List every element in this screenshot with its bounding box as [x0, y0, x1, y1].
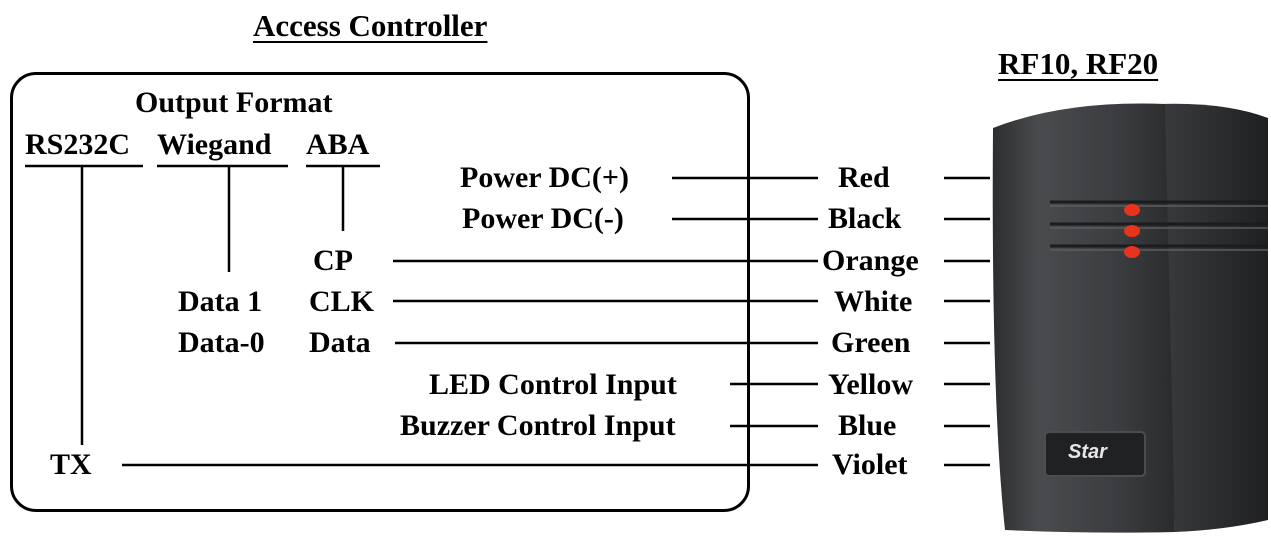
wire-color-green: Green [831, 326, 911, 359]
card-reader-device: Star [985, 100, 1270, 533]
signal-aba-data: Data [309, 326, 371, 359]
wire-color-violet: Violet [832, 448, 908, 481]
signal-rs232-tx: TX [50, 448, 92, 481]
device-model-label: RF10, RF20 [998, 46, 1159, 81]
signal-buzzer-control: Buzzer Control Input [400, 409, 676, 442]
signal-led-control: LED Control Input [429, 368, 677, 401]
status-led-indicators [1124, 204, 1140, 258]
diagram-title: Access Controller [253, 8, 488, 43]
column-rs232c: RS232C [25, 128, 131, 161]
brand-logo-text: Star [1068, 441, 1107, 463]
column-wiegand: Wiegand [157, 128, 272, 161]
signal-wiegand-data1: Data 1 [178, 285, 263, 318]
signal-aba-clk: CLK [309, 285, 375, 318]
wire-color-red: Red [838, 161, 890, 194]
signal-wiegand-data0: Data-0 [178, 326, 265, 359]
signal-power-plus: Power DC(+) [460, 161, 629, 194]
wire-color-orange: Orange [822, 244, 919, 277]
wire-color-white: White [834, 285, 913, 318]
brand-plate [1044, 431, 1146, 477]
column-aba: ABA [306, 128, 370, 161]
access-controller-box [10, 72, 750, 512]
wire-color-yellow: Yellow [828, 368, 913, 401]
output-format-heading: Output Format [135, 86, 333, 119]
signal-power-minus: Power DC(-) [462, 202, 624, 235]
signal-aba-cp: CP [313, 244, 353, 277]
wire-color-blue: Blue [838, 409, 897, 442]
wire-color-black: Black [828, 202, 902, 235]
reader-side [1160, 103, 1268, 533]
